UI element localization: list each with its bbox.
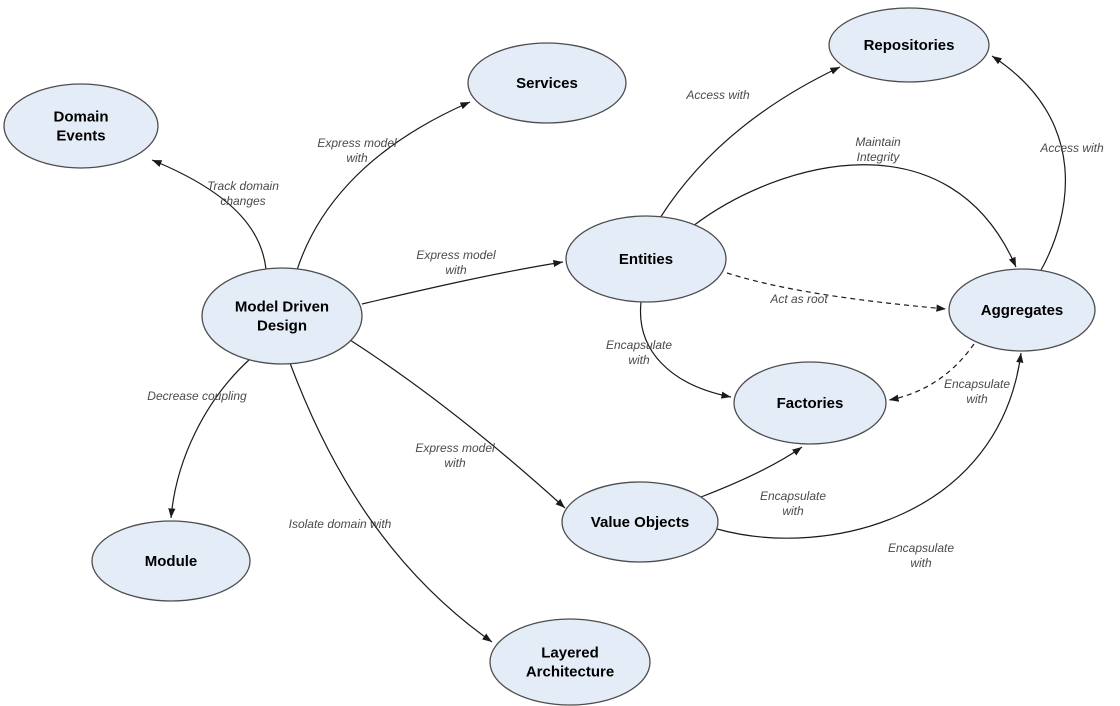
node-label-value-objects: Value Objects: [591, 514, 689, 531]
node-shape-module: [91, 520, 251, 602]
edge-maintain-integrity: [692, 164, 1017, 268]
edge-label-access-with-aggregates: Access with: [1039, 141, 1104, 155]
node-services: Services: [467, 42, 627, 124]
node-shape-entities: [565, 215, 727, 303]
node-repositories: Repositories: [828, 7, 990, 83]
node-factories: Factories: [733, 361, 887, 445]
edge-encapsulate-entities-factories: [639, 301, 732, 399]
node-label-services: Services: [516, 75, 578, 92]
node-label-repositories: Repositories: [864, 37, 955, 54]
node-label-aggregates: Aggregates: [981, 302, 1064, 319]
node-label-entities: Entities: [619, 251, 673, 268]
node-label-factories: Factories: [777, 395, 844, 412]
node-label-module: Module: [145, 553, 198, 570]
edge-decrease-coupling: [168, 358, 251, 519]
edge-express-model-services: [296, 101, 471, 271]
node-shape-repositories: [828, 7, 990, 83]
edge-isolate-domain-with: [289, 362, 493, 643]
node-shape-value-objects: [561, 481, 719, 563]
node-module: Module: [91, 520, 251, 602]
edge-encapsulate-vo-aggregates: [716, 352, 1024, 539]
edge-label-act-as-root: Act as root: [769, 292, 828, 306]
node-value-objects: Value Objects: [561, 481, 719, 563]
edge-track-domain-changes: [151, 159, 267, 270]
edge-express-model-value-objects: [349, 339, 566, 509]
node-shape-model-driven-design: [201, 267, 363, 365]
edge-access-with-entities: [659, 66, 841, 219]
edge-label-isolate-domain-with: Isolate domain with: [289, 517, 392, 531]
node-shape-layered-architecture: [489, 618, 651, 706]
edge-encapsulate-vo-factories: [700, 446, 803, 498]
node-shape-domain-events: [3, 83, 159, 169]
node-entities: Entities: [565, 215, 727, 303]
node-shape-factories: [733, 361, 887, 445]
edge-encapsulate-aggregates-factories: [888, 343, 975, 402]
edge-express-model-entities: [361, 259, 564, 305]
edge-access-with-aggregates: [991, 55, 1066, 273]
edge-label-access-with-entities: Access with: [685, 88, 750, 102]
edge-act-as-root: [726, 272, 947, 312]
node-aggregates: Aggregates: [948, 268, 1096, 352]
edge-label-decrease-coupling: Decrease coupling: [147, 389, 247, 403]
node-shape-services: [467, 42, 627, 124]
node-shape-aggregates: [948, 268, 1096, 352]
